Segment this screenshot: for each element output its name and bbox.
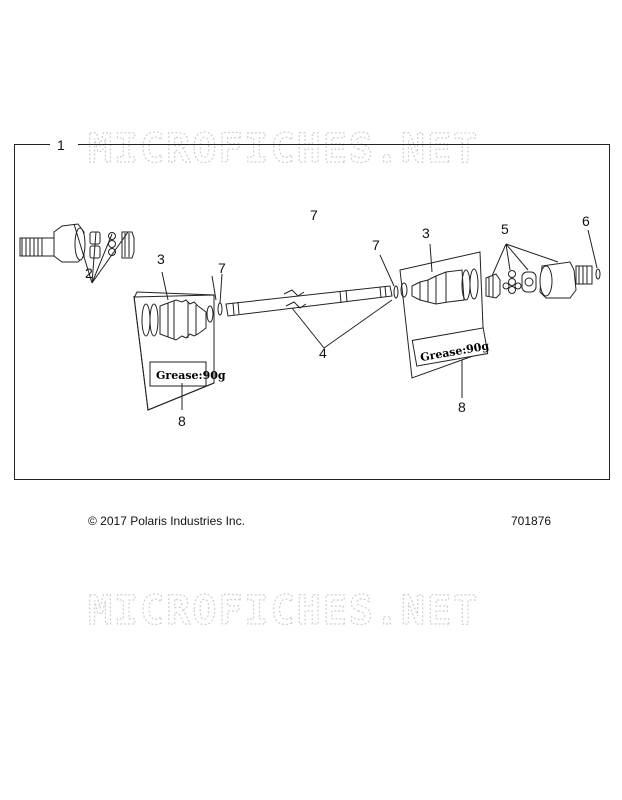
part-number: 701876 <box>511 514 552 528</box>
callout-6: 6 <box>582 213 590 229</box>
callout-7-top: 7 <box>310 207 318 223</box>
outer-cv-joint <box>19 223 135 263</box>
callout-7-right: 7 <box>372 237 380 253</box>
watermark-text: MICROFICHES.NET <box>88 128 479 168</box>
callout-2: 2 <box>85 265 93 281</box>
callout-8-right: 8 <box>458 399 466 415</box>
watermark-top: MICROFICHES.NET <box>88 128 479 168</box>
right-boot <box>400 268 479 305</box>
circlip-right <box>393 285 399 299</box>
callout-1: 1 <box>57 137 65 153</box>
callout-8-left: 8 <box>178 413 186 429</box>
diagram-frame <box>14 144 610 480</box>
circlip-left <box>217 302 223 316</box>
circlip-end <box>595 268 601 280</box>
left-boot <box>141 299 214 341</box>
callout-4: 4 <box>319 345 327 361</box>
watermark-text: MICROFICHES.NET <box>88 590 479 630</box>
callout-5: 5 <box>501 221 509 237</box>
callout-3-right: 3 <box>422 225 430 241</box>
copyright-text: © 2017 Polaris Industries Inc. <box>88 514 245 528</box>
axle-shaft <box>225 285 393 317</box>
grease-label-left: Grease:90g <box>156 369 226 382</box>
inner-cv-joint <box>485 261 601 299</box>
callout-3-left: 3 <box>157 251 165 267</box>
callout-7-left: 7 <box>218 260 226 276</box>
watermark-bottom: MICROFICHES.NET <box>88 590 479 630</box>
